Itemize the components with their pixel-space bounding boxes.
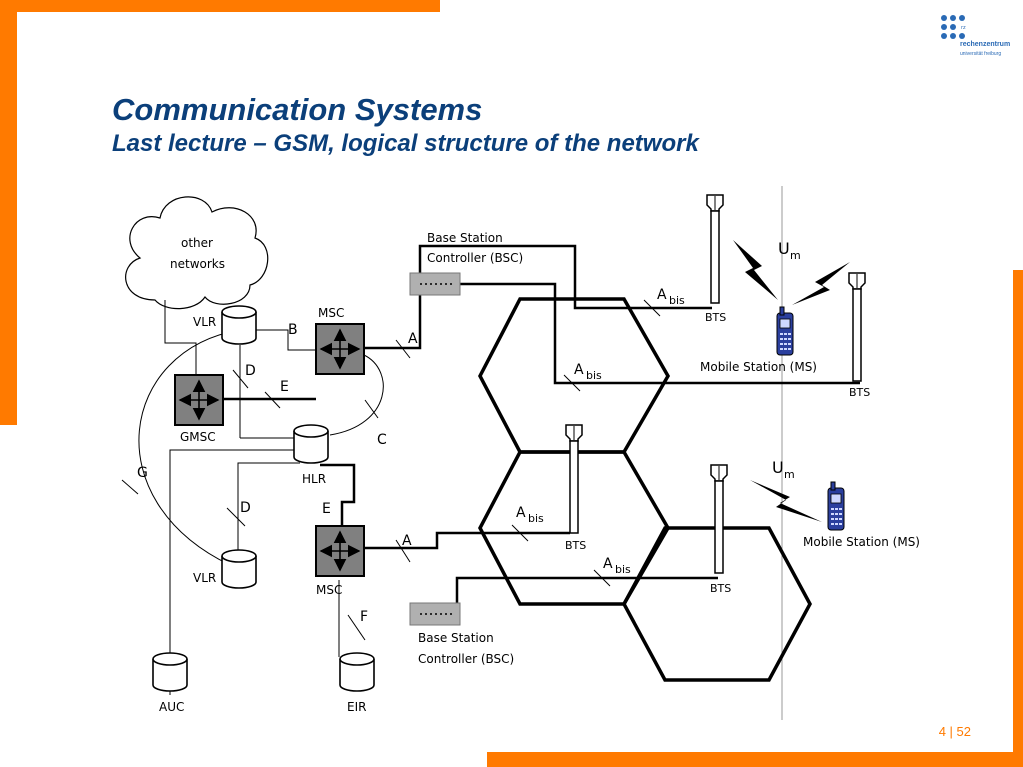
svg-text:bis: bis — [669, 294, 685, 307]
abis-label-3: A bis — [516, 505, 544, 525]
top-left-orange-bar — [0, 0, 440, 12]
interface-c-label: C — [377, 432, 387, 448]
bsc-top-node — [409, 272, 461, 296]
interface-a-top-label: A — [408, 331, 418, 347]
interface-e-left-label: E — [280, 379, 289, 395]
bts-label-2: BTS — [849, 386, 870, 399]
interface-a-bottom-label: A — [402, 533, 412, 549]
hlr-database-icon — [293, 424, 329, 464]
svg-text:bis: bis — [615, 563, 631, 576]
bsc-bottom-label-line2: Controller (BSC) — [418, 652, 514, 666]
gmsc-label: GMSC — [180, 430, 216, 444]
gmsc-node — [175, 375, 223, 425]
interface-ticks — [121, 299, 661, 641]
eir-label: EIR — [347, 700, 366, 714]
left-orange-bar — [0, 0, 17, 425]
bts-tower-3-icon — [565, 424, 583, 534]
bsc-top-label-line1: Base Station — [427, 231, 503, 245]
auc-database-icon — [152, 652, 188, 692]
abis-label-2: A bis — [574, 362, 602, 382]
bts-label-3: BTS — [565, 539, 586, 552]
eir-database-icon — [339, 652, 375, 692]
svg-text:A: A — [574, 362, 584, 378]
abis-label-1: A bis — [657, 287, 685, 307]
vlr-top-label: VLR — [193, 315, 216, 329]
cell-hexagons — [478, 297, 812, 682]
svg-text:U: U — [778, 239, 790, 258]
msc-top-node — [316, 324, 364, 374]
abis-label-4: A bis — [603, 556, 631, 576]
logo-line2: universität freiburg — [960, 51, 1002, 57]
svg-text:A: A — [603, 556, 613, 572]
slide-title: Communication Systems — [112, 92, 483, 127]
interface-b-label: B — [288, 322, 298, 338]
bts-label-1: BTS — [705, 311, 726, 324]
svg-text:U: U — [772, 458, 784, 477]
svg-text:m: m — [784, 468, 795, 481]
interface-e-bottom-label: E — [322, 501, 331, 517]
slide-subtitle: Last lecture – GSM, logical structure of… — [112, 130, 699, 157]
other-networks-cloud-icon — [125, 196, 269, 310]
svg-text:A: A — [516, 505, 526, 521]
thin-connections — [138, 300, 384, 695]
interface-g-label: G — [137, 465, 148, 481]
um-label-bottom: U m — [772, 458, 795, 481]
hlr-label: HLR — [302, 472, 326, 486]
interface-d-top-label: D — [245, 363, 256, 379]
cloud-label-line1: other — [181, 236, 213, 250]
bsc-top-label-line2: Controller (BSC) — [427, 251, 523, 265]
msc-bottom-label: MSC — [316, 583, 342, 597]
bts-tower-4-icon — [710, 464, 728, 574]
svg-text:m: m — [790, 249, 801, 262]
svg-text:A: A — [657, 287, 667, 303]
mobile-station-top-icon — [776, 306, 794, 356]
msc-bottom-node — [316, 526, 364, 576]
svg-text:bis: bis — [528, 512, 544, 525]
lightning-bolts-icon — [733, 240, 850, 522]
bsc-bottom-label-line1: Base Station — [418, 631, 494, 645]
mobile-station-bottom-icon — [827, 481, 845, 531]
interface-d-bottom-label: D — [240, 500, 251, 516]
bsc-bottom-node — [409, 602, 461, 626]
ms-top-label: Mobile Station (MS) — [700, 360, 817, 374]
bts-label-4: BTS — [710, 582, 731, 595]
auc-label: AUC — [159, 700, 184, 714]
svg-text:bis: bis — [586, 369, 602, 382]
interface-f-label: F — [360, 609, 368, 625]
bts-tower-1-icon — [706, 194, 724, 304]
um-label-top: U m — [778, 239, 801, 262]
logo-line1: rechenzentrum — [960, 41, 1011, 48]
vlr-bottom-label: VLR — [193, 571, 216, 585]
vlr-top-database-icon — [221, 305, 257, 345]
vlr-bottom-database-icon — [221, 549, 257, 589]
bts-tower-2-icon — [848, 272, 866, 382]
right-orange-bar — [1013, 270, 1023, 767]
ms-bottom-label: Mobile Station (MS) — [803, 535, 920, 549]
page-number: 4 | 52 — [938, 724, 971, 739]
msc-top-label: MSC — [318, 306, 344, 320]
bottom-orange-bar — [487, 752, 1023, 767]
cloud-label-line2: networks — [170, 257, 225, 271]
